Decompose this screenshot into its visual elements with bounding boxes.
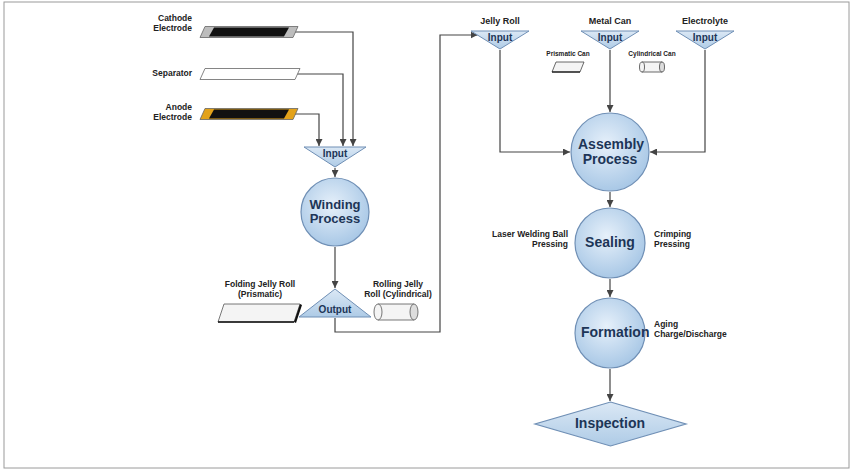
part-label: Crimping Pressing xyxy=(654,230,714,250)
part-label: Cylindrical Can xyxy=(622,50,682,57)
flow-arrow xyxy=(609,192,610,207)
flow-arrow xyxy=(295,114,319,146)
flow-arrow xyxy=(335,35,478,332)
node-text: Sealing xyxy=(585,235,635,250)
folding-jelly-roll-icon xyxy=(218,304,302,323)
node-text: Input xyxy=(693,32,717,43)
flow-arrow xyxy=(297,74,343,146)
flow-arrow xyxy=(500,50,570,152)
process-circle: Formation xyxy=(574,297,646,369)
inspection-diamond: Inspection xyxy=(534,401,687,447)
para-outline xyxy=(200,68,300,80)
node-text: Input xyxy=(323,148,347,159)
input-triangle: Input xyxy=(303,146,367,168)
cylindrical-can-icon xyxy=(640,62,665,72)
para-outline xyxy=(200,108,298,120)
separator-sheet: Separator xyxy=(200,68,300,80)
prismatic-can-icon xyxy=(552,62,584,72)
node-text: Input xyxy=(598,32,622,43)
flow-arrow xyxy=(609,50,610,112)
output-triangle: Output xyxy=(298,288,372,318)
node-text: Inspection xyxy=(575,416,645,431)
flow-arrow xyxy=(334,247,335,288)
flow-arrow xyxy=(609,279,610,297)
flow-arrow xyxy=(334,168,335,177)
node-text: Output xyxy=(319,304,352,315)
anode-electrode: Anode Electrode xyxy=(200,108,298,120)
process-circle: Sealing xyxy=(574,207,646,279)
part-label: Separator xyxy=(130,69,192,79)
rolling-jelly-roll-icon xyxy=(374,304,418,320)
cathode-electrode: Cathode Electrode xyxy=(200,26,298,38)
part-label: Rolling Jelly Roll (Cylindrical) xyxy=(364,280,432,300)
para-outline xyxy=(200,26,298,38)
input-triangle: Metal CanInput xyxy=(580,30,640,50)
part-label: Cathode Electrode xyxy=(130,14,192,34)
node-text: Assembly Process xyxy=(578,137,642,168)
input-triangle: Jelly RollInput xyxy=(470,30,530,50)
flow-arrow xyxy=(650,50,705,152)
flow-arrow xyxy=(295,32,353,146)
node-text: Formation xyxy=(581,325,639,340)
process-circle: Winding Process xyxy=(300,177,370,247)
part-label: Folding Jelly Roll (Prismatic) xyxy=(218,280,302,300)
part-label: Aging Charge/Discharge xyxy=(654,320,744,340)
process-circle: Assembly Process xyxy=(570,112,650,192)
part-label: Laser Welding Ball Pressing xyxy=(484,230,568,250)
node-text: Input xyxy=(488,32,512,43)
part-label: Jelly Roll xyxy=(480,16,520,26)
part-label: Prismatic Can xyxy=(538,50,598,57)
part-label: Metal Can xyxy=(589,16,632,26)
node-text: Winding Process xyxy=(308,198,362,227)
page-frame xyxy=(4,2,849,468)
flow-arrow xyxy=(609,369,610,401)
part-label: Electrolyte xyxy=(682,16,728,26)
input-triangle: ElectrolyteInput xyxy=(675,30,735,50)
part-label: Anode Electrode xyxy=(130,103,192,123)
